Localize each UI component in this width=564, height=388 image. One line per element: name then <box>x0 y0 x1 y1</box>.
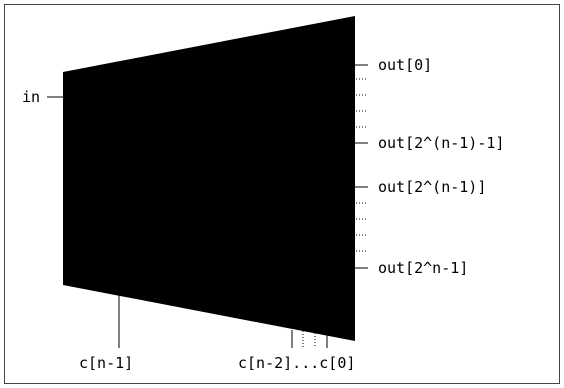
output-ellipsis-lower <box>356 202 368 252</box>
control-label-rest: c[n-2]...c[0] <box>238 354 355 372</box>
control-ellipsis-lines <box>302 331 316 348</box>
output-label-0: out[0] <box>378 56 432 74</box>
output-label-2: out[2^(n-1)] <box>378 178 486 196</box>
output-ellipsis-upper <box>356 78 368 128</box>
output-label-3: out[2^n-1] <box>378 259 468 277</box>
output-label-1: out[2^(n-1)-1] <box>378 134 504 152</box>
input-label: in <box>22 88 40 106</box>
control-label-msb: c[n-1] <box>79 354 133 372</box>
demux-block <box>63 16 355 341</box>
